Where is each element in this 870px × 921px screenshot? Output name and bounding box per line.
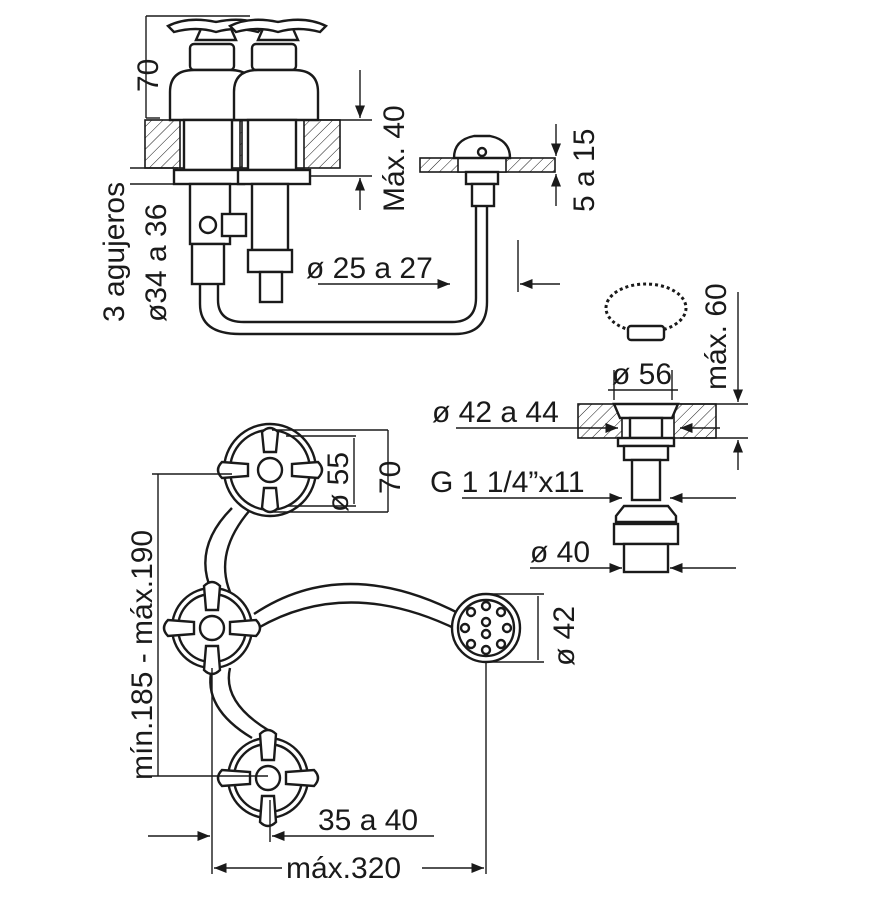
plug <box>626 324 666 342</box>
dim-dia-42: ø 42 <box>548 606 581 666</box>
dim-dia-56: ø 56 <box>612 358 672 391</box>
hose-spout <box>253 582 461 616</box>
dim-min-max-190: mín.185 - máx.190 <box>126 530 159 780</box>
dim-max-40: Máx. 40 <box>378 105 411 212</box>
spray-head <box>450 592 522 664</box>
dim-70-top: 70 <box>132 59 165 92</box>
dim-dia-42-44: ø 42 a 44 <box>432 396 559 429</box>
dim-pipe-25-27: ø 25 a 27 <box>306 252 433 285</box>
dim-35-a-40: 35 a 40 <box>318 804 418 837</box>
right-valve <box>227 18 329 304</box>
drain-flange <box>612 402 680 420</box>
handle-bottom <box>216 728 320 828</box>
handle-top <box>216 422 324 518</box>
dim-thread: G 1 1/4”x11 <box>430 466 585 499</box>
dim-holes-count: 3 agujeros <box>98 182 131 322</box>
handle-middle <box>162 580 262 676</box>
dim-max-60: máx. 60 <box>700 283 733 390</box>
drain-assembly: ø 56 ø 42 a 44 máx. 60 G 1 1/4”x11 ø 40 <box>430 282 748 574</box>
plan-view: ø 55 70 mín.185 - máx.190 ø 42 35 a 40 m… <box>126 422 581 885</box>
drain-nut <box>614 504 678 524</box>
dim-5-a-15: 5 a 15 <box>568 129 601 212</box>
dim-holes-diameter: ø34 a 36 <box>140 204 173 322</box>
dim-max-320: máx.320 <box>286 852 401 885</box>
dim-dia-55: ø 55 <box>322 452 355 512</box>
dim-dia-40: ø 40 <box>530 536 590 569</box>
side-elevation: 70 Máx. 40 5 a 15 3 agujeros ø34 a 36 ø … <box>98 15 601 336</box>
dim-70-plan: 70 <box>374 461 407 494</box>
connecting-hose <box>198 182 489 336</box>
